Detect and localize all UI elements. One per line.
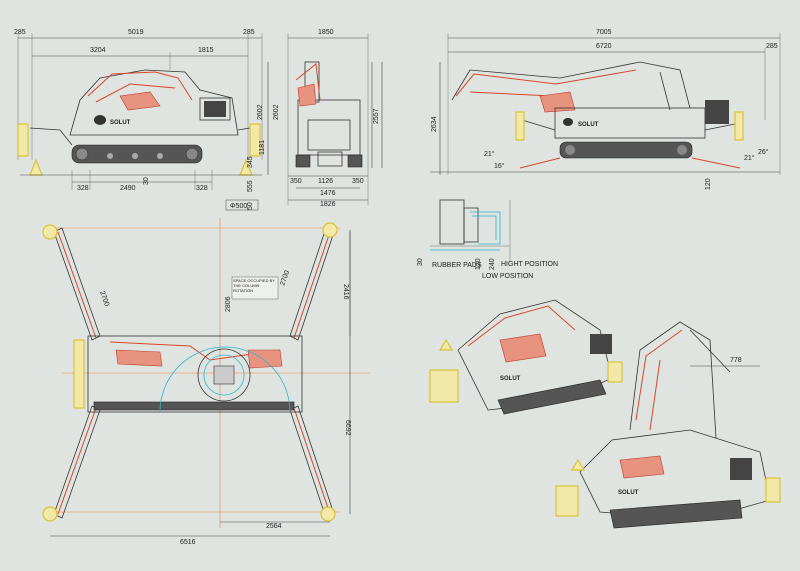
side-view: 285 5019 285 3204 1815 SOLUT	[14, 29, 269, 211]
side-pad-diameter: Φ500	[230, 203, 247, 210]
top-dim-6516: 6516	[180, 539, 196, 546]
front-dim-2602: 2602	[273, 104, 280, 120]
ext-dim-2634: 2634	[431, 116, 438, 132]
top-dim-2416: 2416	[342, 284, 349, 300]
top-dim-6692: 6692	[344, 420, 351, 436]
isometric-view-extended: 778 SOLUT	[555, 321, 781, 529]
side-dim-345: 345	[247, 156, 254, 168]
ext-dim-285: 285	[766, 43, 778, 50]
front-dim-2557: 2557	[373, 108, 380, 124]
pad-detail: 30 RUBBER PADS 120 240 HIGHT POSITION LO…	[417, 199, 558, 280]
side-dim-285-right: 285	[243, 29, 255, 36]
pad-high-position-label: HIGHT POSITION	[501, 261, 558, 268]
ext-angle-26: 26°	[758, 148, 769, 156]
front-dim-1826: 1826	[320, 201, 336, 208]
front-view: 1850 2602 2557 350 1126 350 1476 1826	[273, 29, 383, 208]
ext-angle-21-right: 21°	[744, 154, 755, 162]
top-dim-2700-left: 2700	[98, 290, 110, 307]
pad-dim-30: 30	[417, 258, 424, 266]
pad-dim-120: 120	[475, 258, 482, 270]
side-track-rollers	[75, 147, 199, 161]
side-dim-285-left: 285	[14, 29, 26, 36]
side-dim-50: 50	[247, 202, 254, 210]
side-dim-3204: 3204	[90, 47, 106, 54]
side-dim-328-right: 328	[196, 185, 208, 192]
pad-dim-240: 240	[489, 258, 496, 270]
top-dim-2700-right: 2700	[279, 270, 291, 287]
side-dim-555: 555	[247, 180, 254, 192]
side-dim-30: 30	[143, 177, 150, 185]
extended-side-view: 7005 6720 285 2634 SOLUT 21° 16° 21° 26°…	[430, 29, 781, 190]
side-dim-1815: 1815	[198, 47, 214, 54]
side-brand-label: SOLUT	[110, 120, 131, 126]
front-dim-1850: 1850	[318, 29, 334, 36]
top-dim-radius: 2806	[225, 296, 232, 312]
ext-dim-120: 120	[705, 178, 712, 190]
front-dim-1476: 1476	[320, 190, 336, 197]
isometric-view-folded: SOLUT	[429, 299, 623, 415]
side-dim-328-left: 328	[77, 185, 89, 192]
ext-dim-6720: 6720	[596, 43, 612, 50]
iso-dim-778: 778	[730, 357, 742, 364]
ext-angle-21-left: 21°	[484, 150, 495, 158]
top-dim-2564: 2564	[266, 523, 282, 530]
front-dim-1126: 1126	[318, 178, 333, 185]
side-dim-1181: 1181	[259, 140, 266, 155]
pad-low-position-label: LOW POSITION	[482, 273, 533, 280]
ext-dim-7005: 7005	[596, 29, 612, 36]
iso-extended-brand-label: SOLUT	[618, 490, 639, 496]
top-note-rotation: SPACE OCCUPIED BY THE COLUMN ROTATION	[233, 278, 275, 293]
ext-brand-label: SOLUT	[578, 122, 599, 128]
top-view: 2700 2700 2416 2806 SPACE OCCUPIED BY TH…	[42, 218, 370, 546]
ext-angle-16: 16°	[494, 162, 505, 170]
pad-rubber-pads-label: RUBBER PADS	[432, 262, 482, 269]
side-dim-2602: 2602	[257, 104, 264, 120]
iso-brand-label: SOLUT	[500, 376, 521, 382]
side-dim-5019: 5019	[128, 29, 144, 36]
front-dim-350-left: 350	[290, 178, 302, 185]
side-dim-2490: 2490	[120, 185, 136, 192]
front-dim-350-right: 350	[352, 178, 364, 185]
